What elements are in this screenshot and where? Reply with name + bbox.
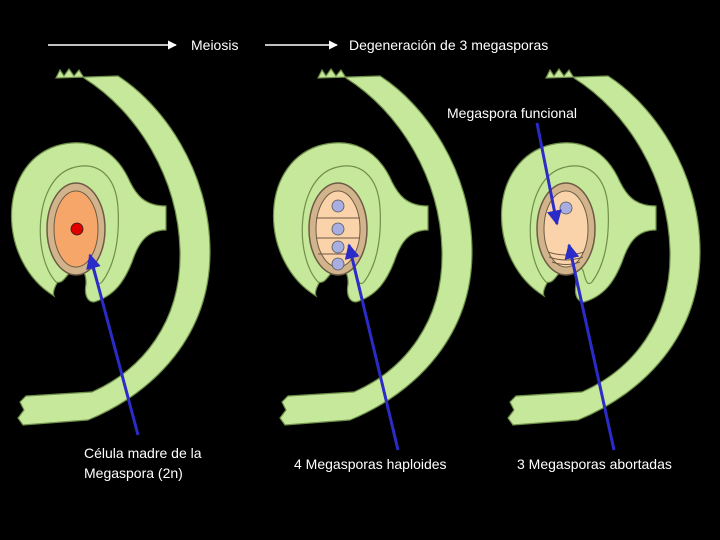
mother-cell-label-1: Célula madre de la xyxy=(84,445,202,461)
ovule-2 xyxy=(272,68,473,426)
aborted-pointer-icon xyxy=(564,243,616,451)
mother-cell-label-2: Megaspora (2n) xyxy=(84,465,183,481)
ovule-1 xyxy=(10,68,211,426)
degeneration-label: Degeneración de 3 megasporas xyxy=(349,37,548,53)
haploid-pointer-icon xyxy=(344,243,400,451)
functional-label: Megaspora funcional xyxy=(447,105,577,121)
functional-pointer-icon xyxy=(535,122,562,226)
mother-cell-pointer-icon xyxy=(86,253,140,436)
ovule-3 xyxy=(500,68,701,426)
diploid-nucleus xyxy=(70,222,84,236)
haploid-label: 4 Megasporas haploides xyxy=(294,456,447,472)
meiosis-label: Meiosis xyxy=(191,37,238,53)
aborted-label: 3 Megasporas abortadas xyxy=(517,456,672,472)
